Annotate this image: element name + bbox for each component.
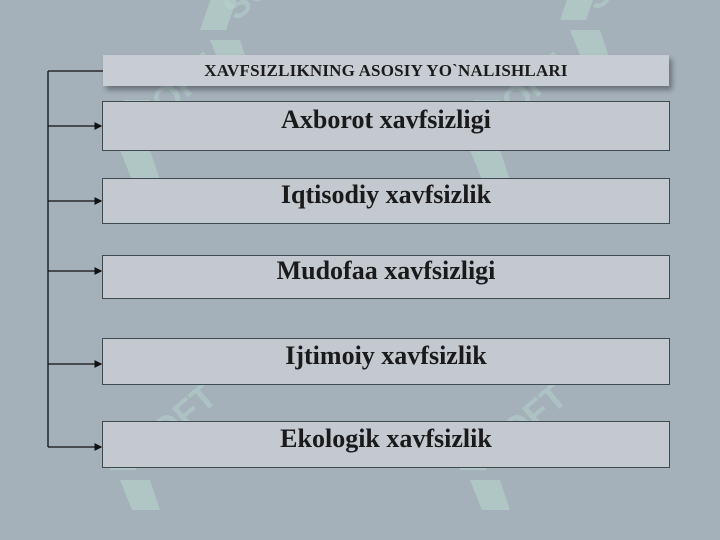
diagram-title-box: XAVFSIZLIKNING ASOSIY YO`NALISHLARI bbox=[103, 55, 669, 86]
direction-box-economic-security: Iqtisodiy xavfsizlik bbox=[102, 178, 670, 224]
direction-label: Iqtisodiy xavfsizlik bbox=[280, 180, 492, 209]
direction-label: Ijtimoiy xavfsizlik bbox=[285, 340, 487, 370]
direction-label: Axborot xavfsizligi bbox=[281, 105, 491, 134]
diagram-title: XAVFSIZLIKNING ASOSIY YO`NALISHLARI bbox=[204, 60, 568, 80]
direction-box-information-security: Axborot xavfsizligi bbox=[102, 101, 670, 151]
direction-box-social-security: Ijtimoiy xavfsizlik bbox=[102, 338, 670, 385]
direction-box-ecological-security: Ekologik xavfsizlik bbox=[102, 421, 670, 468]
direction-label: Mudofaa xavfsizligi bbox=[276, 256, 496, 285]
direction-label: Ekologik xavfsizlik bbox=[280, 423, 492, 453]
direction-box-defense-security: Mudofaa xavfsizligi bbox=[102, 255, 670, 299]
